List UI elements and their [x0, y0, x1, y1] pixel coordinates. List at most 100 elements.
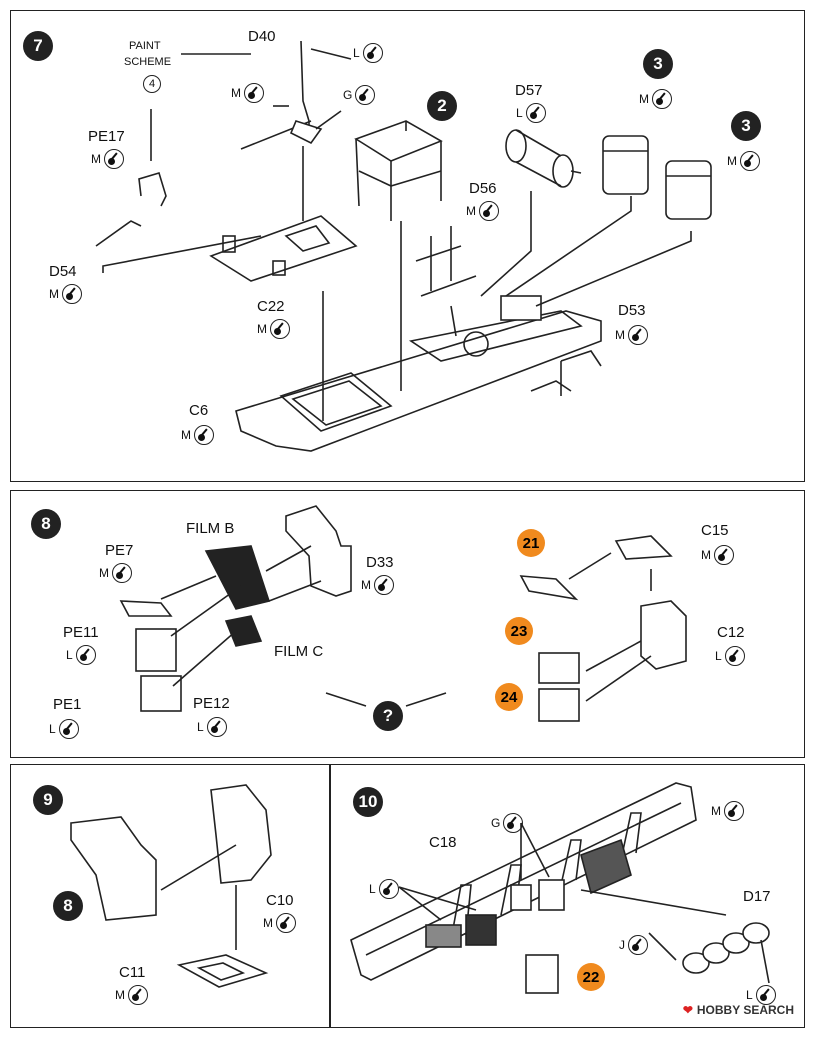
part-d33: D33 [366, 554, 394, 571]
paint-code: L [197, 720, 204, 734]
step-number-10: 10 [353, 787, 383, 817]
part-d40: D40 [248, 28, 276, 45]
watermark-text: HOBBY SEARCH [696, 1003, 794, 1017]
paint-scheme-line1: PAINT [129, 40, 161, 52]
paint-drop-icon [104, 149, 124, 169]
ref-photoetch-22: 22 [577, 963, 605, 991]
paint-drop-icon [276, 913, 296, 933]
paint-drop-icon [628, 325, 648, 345]
part-d54: D54 [49, 263, 77, 280]
paint-drop-icon [503, 813, 524, 833]
paint-code: M [231, 86, 241, 100]
paint-drop-icon [479, 201, 499, 221]
ref-step-8: 8 [53, 891, 83, 921]
paint-drop-icon [652, 89, 672, 109]
paint-drop-icon [362, 43, 383, 63]
paint-drop-icon [755, 985, 776, 1005]
paint-code: M [639, 92, 649, 106]
paint-callout: M [231, 83, 264, 103]
paint-code: M [361, 578, 371, 592]
paint-drop-icon [355, 85, 376, 105]
part-d57: D57 [515, 82, 543, 99]
paint-code: M [615, 328, 625, 342]
paint-callout: L [746, 985, 776, 1005]
paint-drop-icon [374, 575, 394, 595]
paint-callout: M [263, 913, 296, 933]
part-c12: C12 [717, 624, 745, 641]
paint-callout: L [197, 717, 227, 737]
paint-callout: L [369, 879, 399, 899]
part-c6: C6 [189, 402, 209, 419]
paint-code: M [91, 152, 101, 166]
ref-photoetch-21: 21 [517, 529, 545, 557]
step-number-9: 9 [33, 785, 63, 815]
step-7-drawing [95, 40, 712, 452]
paint-drop-icon [194, 425, 214, 445]
paint-callout: M [361, 575, 394, 595]
paint-callout: G [343, 85, 376, 105]
paint-code: G [343, 88, 353, 102]
paint-drop-icon [206, 717, 227, 737]
paint-code: M [263, 916, 273, 930]
part-c18: C18 [429, 834, 457, 851]
ref-photoetch-23: 23 [505, 617, 533, 645]
step-10-drawing [350, 782, 770, 994]
paint-code: M [115, 988, 125, 1002]
paint-callout: M [727, 151, 760, 171]
paint-code: M [711, 804, 721, 818]
ref-photoetch-24: 24 [495, 683, 523, 711]
paint-callout: M [181, 425, 214, 445]
paint-scheme-line2: SCHEME [124, 56, 172, 68]
part-film-c: FILM C [274, 643, 324, 660]
part-pe11: PE11 [63, 624, 99, 641]
paint-code: J [619, 938, 625, 952]
paint-drop-icon [378, 879, 399, 899]
step-8-panel: 8 FILM B PE7 D33 PE11 FILM C PE1 PE12 C1… [10, 490, 805, 758]
paint-code: M [466, 204, 476, 218]
part-d53: D53 [618, 302, 646, 319]
paint-code: M [181, 428, 191, 442]
hobby-search-watermark: ❤ HOBBY SEARCH [683, 1003, 794, 1017]
ref-question: ? [373, 701, 403, 731]
paint-callout: L [516, 103, 546, 123]
paint-code: M [99, 566, 109, 580]
ref-step-2: 2 [427, 91, 457, 121]
paint-callout: L [715, 646, 745, 666]
part-c11: C11 [119, 964, 146, 981]
paint-callout: M [91, 149, 124, 169]
step-9-drawing [70, 784, 272, 988]
paint-callout: M [115, 985, 148, 1005]
step-8-drawing [119, 505, 687, 722]
paint-drop-icon [714, 545, 734, 565]
paint-callout: M [639, 89, 672, 109]
part-c15: C15 [701, 522, 729, 539]
paint-code: L [715, 649, 722, 663]
paint-callout: L [49, 719, 79, 739]
paint-drop-icon [128, 985, 148, 1005]
paint-code: M [49, 287, 59, 301]
paint-callout: M [49, 284, 82, 304]
paint-code: L [66, 648, 73, 662]
part-d17: D17 [743, 888, 771, 905]
paint-drop-icon [244, 83, 264, 103]
step-number-7: 7 [23, 31, 53, 61]
paint-code: L [49, 722, 56, 736]
paint-callout: L [66, 645, 96, 665]
paint-code: M [257, 322, 267, 336]
paint-callout: J [619, 935, 648, 955]
paint-code: M [727, 154, 737, 168]
paint-drop-icon [740, 151, 760, 171]
paint-callout: M [99, 563, 132, 583]
paint-drop-icon [58, 719, 79, 739]
paint-callout: M [257, 319, 290, 339]
part-c22: C22 [257, 298, 285, 315]
part-film-b: FILM B [186, 520, 235, 537]
step-number-8: 8 [31, 509, 61, 539]
paint-code: L [369, 882, 376, 896]
paint-drop-icon [628, 935, 648, 955]
paint-drop-icon [75, 645, 96, 665]
paint-drop-icon [270, 319, 290, 339]
hobby-search-logo-icon: ❤ [682, 1003, 693, 1017]
paint-callout: M [466, 201, 499, 221]
ref-step-3-b: 3 [731, 111, 761, 141]
